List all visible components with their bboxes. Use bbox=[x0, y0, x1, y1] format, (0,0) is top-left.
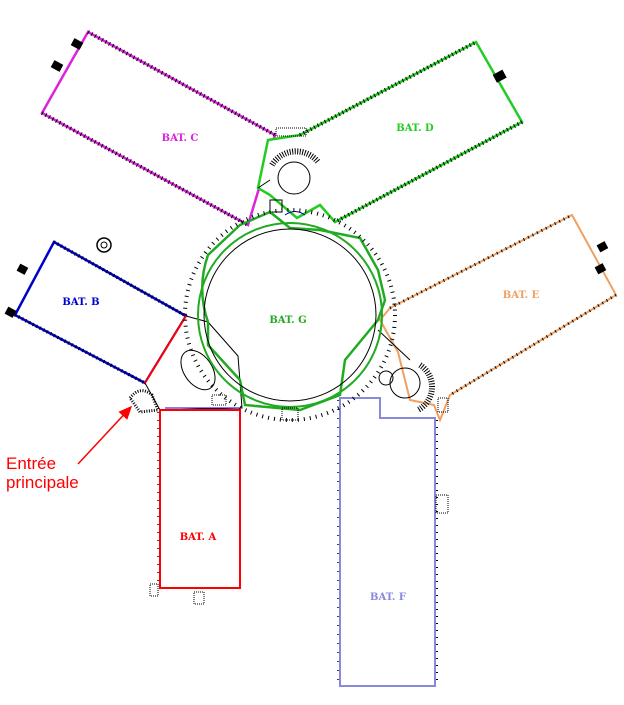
entrance-annotation-line2: principale bbox=[6, 473, 79, 492]
building-d-outline bbox=[256, 40, 524, 224]
building-d: BAT. D bbox=[256, 40, 524, 224]
building-f-label: BAT. F bbox=[370, 592, 406, 603]
building-e-label: BAT. E bbox=[503, 290, 540, 301]
building-a: BAT. A bbox=[149, 409, 241, 605]
building-c: BAT. C bbox=[40, 30, 277, 227]
building-d-label: BAT. D bbox=[396, 123, 434, 134]
building-c-label: BAT. C bbox=[162, 133, 199, 144]
entrance-annotation: Entrée principale bbox=[6, 454, 79, 492]
entrance-arrow bbox=[77, 405, 133, 465]
building-a-outline bbox=[159, 409, 241, 589]
building-c-outline bbox=[40, 30, 277, 227]
entrance-annotation-line1: Entrée bbox=[6, 454, 57, 473]
building-f: BAT. F bbox=[337, 397, 449, 687]
building-e: BAT. E bbox=[378, 213, 618, 423]
building-b: BAT. B bbox=[4, 237, 188, 385]
building-g-label: BAT. G bbox=[269, 315, 306, 326]
building-b-label: BAT. B bbox=[62, 297, 99, 308]
building-a-label: BAT. A bbox=[180, 532, 217, 543]
stair-tower-east bbox=[377, 329, 449, 413]
building-g: BAT. G bbox=[183, 208, 397, 422]
building-f-outline bbox=[339, 397, 436, 687]
building-e-outline bbox=[378, 213, 618, 423]
